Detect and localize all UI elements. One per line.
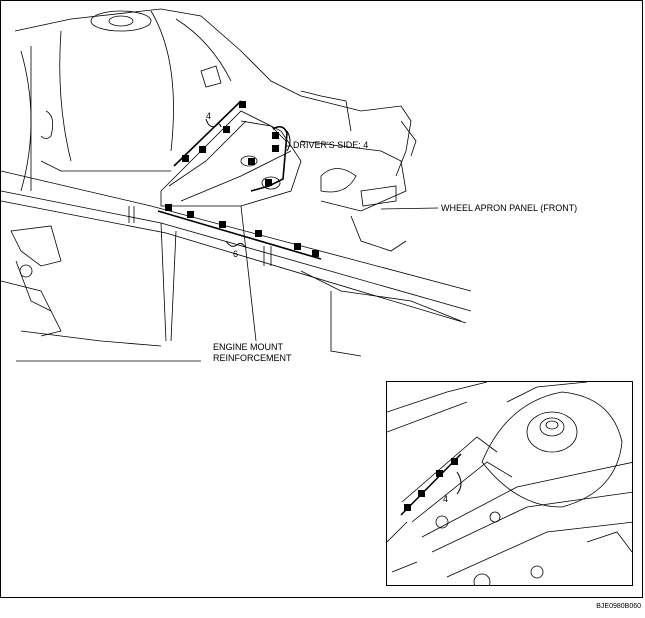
inset-detail-view: 4 [386, 381, 633, 586]
drivers-side-label: DRIVER'S SIDE: 4 [293, 140, 369, 150]
inset-illustration [387, 382, 632, 585]
wheel-apron-label: WHEEL APRON PANEL (FRONT) [441, 203, 578, 213]
engine-mount-label-line1: ENGINE MOUNT [213, 342, 284, 352]
figure-code: BJE0980B060 [596, 603, 641, 610]
weld-count-lower: 6 [233, 249, 239, 259]
engine-mount-label-line2: REINFORCEMENT [213, 353, 292, 363]
weld-count-upper: 4 [206, 111, 212, 121]
main-illustration [1, 8, 472, 362]
diagram-frame: 4 6 DRIVER'S SIDE: 4 WHEEL APRON PANEL (… [0, 0, 643, 598]
inset-weld-count: 4 [443, 494, 449, 504]
